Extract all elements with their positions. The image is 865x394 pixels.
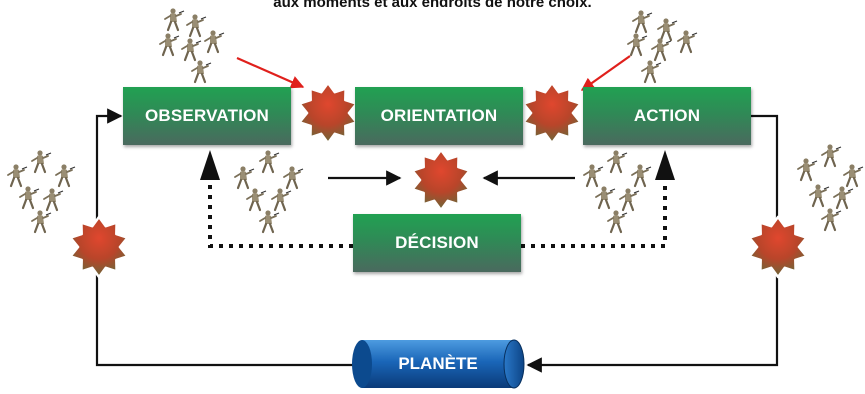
soldier-group-icon bbox=[233, 149, 305, 234]
decision-stage-box: DÉCISION bbox=[353, 214, 521, 272]
action-stage-box: ACTION bbox=[583, 87, 751, 145]
observation-stage-box: OBSERVATION bbox=[123, 87, 291, 145]
planet-label: PLANÈTE bbox=[398, 354, 478, 373]
explosion-burst-icon bbox=[411, 148, 471, 212]
soldier-group-icon bbox=[626, 9, 699, 84]
soldier-group-icon bbox=[582, 149, 653, 234]
red-interference-arrows bbox=[236, 55, 631, 91]
explosion-burst-icon bbox=[748, 215, 808, 279]
orientation-stage-box: ORIENTATION bbox=[355, 87, 523, 145]
soldier-group-icon bbox=[6, 149, 77, 234]
explosion-burst-icon bbox=[522, 81, 582, 145]
planet-cylinder bbox=[352, 339, 525, 389]
observation-feedback-arrowhead bbox=[200, 150, 220, 180]
soldier-group-icon bbox=[158, 7, 226, 84]
explosion-burst-icon bbox=[69, 215, 129, 279]
action-feedback-arrowhead bbox=[655, 150, 675, 180]
soldier-group-icon bbox=[796, 143, 865, 232]
explosion-burst-icon bbox=[298, 81, 358, 145]
decision-dotted-feedback-lines bbox=[208, 175, 667, 248]
diagram-caption: aux moments et aux endroits de notre cho… bbox=[273, 0, 592, 11]
